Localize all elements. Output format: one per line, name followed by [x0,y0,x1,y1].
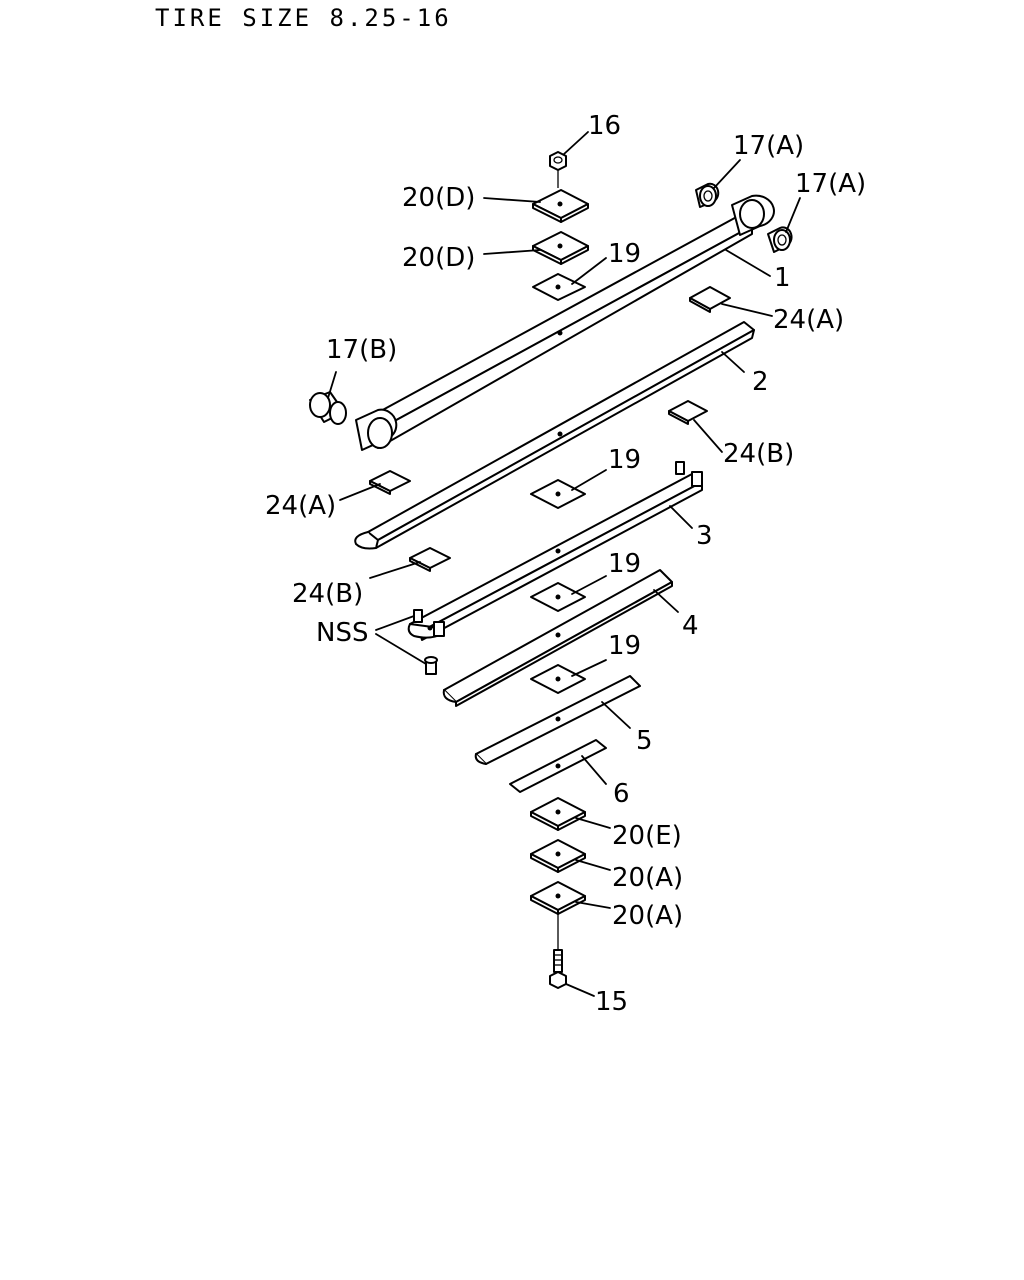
callout-2: 2 [752,367,769,397]
callout-19-fourth: 19 [608,631,641,661]
nss-bolt [424,656,438,675]
bushing-17a-right [767,226,793,253]
callout-24b-upper: 24(B) [723,439,794,469]
callout-5: 5 [636,726,653,756]
callout-24a-lower: 24(A) [265,491,336,521]
pad-24a-upper [689,286,731,313]
insert-19-second [530,479,586,509]
bushing-17b [309,391,347,425]
callout-16: 16 [588,111,621,141]
callout-24a-upper: 24(A) [773,305,844,335]
pad-20d-lower [532,231,589,265]
main-leaf-1 [355,194,775,451]
callout-20a-lower: 20(A) [612,901,683,931]
pad-20e [530,797,586,831]
callout-20d-lower: 20(D) [402,243,475,273]
callout-nss: NSS [316,618,368,648]
callout-20a-upper: 20(A) [612,863,683,893]
callout-20e: 20(E) [612,821,682,851]
leaf-5 [474,675,641,765]
callout-19-second: 19 [608,445,641,475]
callout-1: 1 [774,263,791,293]
nut-16 [549,151,567,188]
callout-6: 6 [613,779,630,809]
pad-20d-upper [532,189,589,223]
callout-15: 15 [595,987,628,1017]
pad-24b-lower [409,547,451,572]
pad-24b-upper [668,400,708,425]
diagram-title: TIRE SIZE 8.25-16 [155,4,452,32]
callout-17a-right: 17(A) [795,169,866,199]
pad-24a-lower [369,470,411,495]
bushing-17a-left [695,182,720,208]
callout-4: 4 [682,611,699,641]
leaf-2 [354,321,755,550]
leaf-4 [442,569,673,707]
leaf-6 [509,739,607,793]
center-bolt-15 [549,914,567,989]
callout-24b-lower: 24(B) [292,579,363,609]
insert-19-fourth [530,664,586,694]
leaf-3 [407,461,703,641]
insert-19-top [532,273,586,301]
callout-19-top: 19 [608,239,641,269]
callout-20d-upper: 20(D) [402,183,475,213]
callout-19-third: 19 [608,549,641,579]
callout-17b: 17(B) [326,335,397,365]
leader-lines [327,131,801,997]
pad-20a-lower [530,881,586,915]
pad-20a-upper [530,839,586,873]
callout-17a-left: 17(A) [733,131,804,161]
callout-3: 3 [696,521,713,551]
insert-19-third [530,582,586,612]
